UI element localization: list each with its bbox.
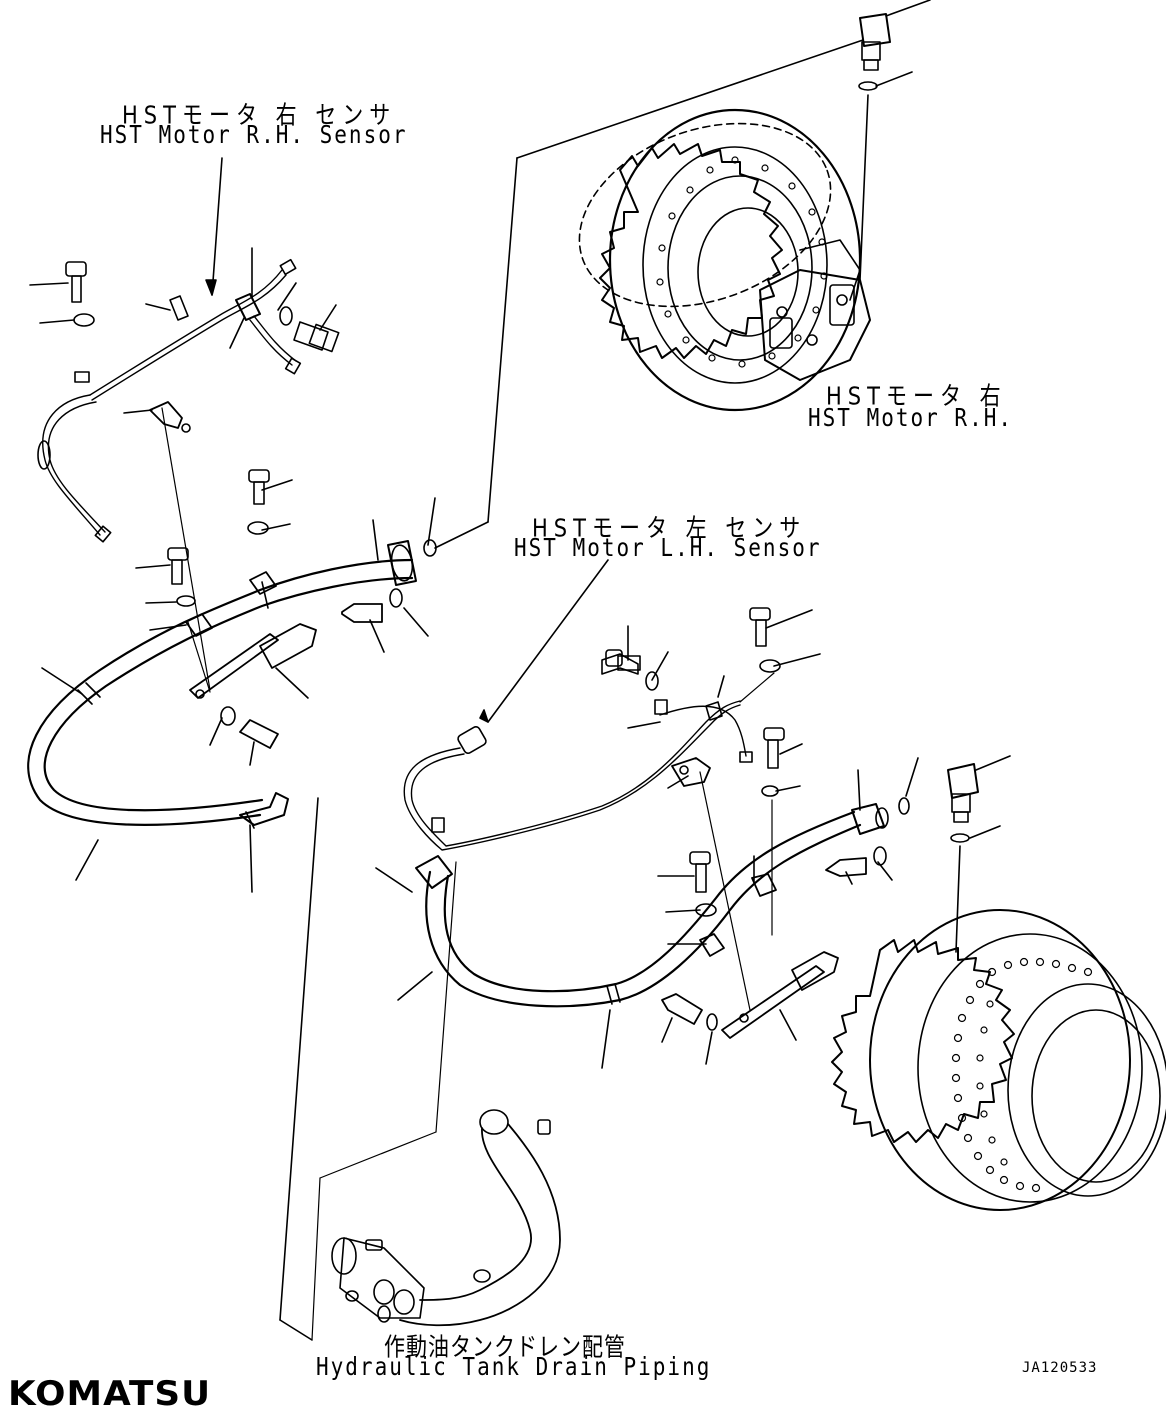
lh-sensor-harness [403,607,821,851]
rh-motor-label-jp: HSTモータ 右 [826,381,1007,411]
rh-sensor-harness [29,247,340,543]
hst-motor-rh [578,108,871,412]
lh-sensor-callout [479,559,609,723]
leader-line [279,797,319,1321]
drain-label-jp: 作動油タンクドレン配管 [384,1332,626,1362]
leader-line [434,521,489,549]
lh-sensor-label-jp: HSTモータ 左 センサ [532,513,807,543]
hst-motor-lh [831,909,1166,1211]
drawing-code: JA120533 [1022,1360,1098,1376]
leader-line [161,407,211,691]
lh-motor-sensor-part [311,755,1011,1341]
rh-motor-sensor-part [858,0,931,281]
lh-drain-hose [375,757,919,1069]
rh-sensor-label-en: HST Motor R.H. Sensor [100,120,408,149]
lh-sensor-label-en: HST Motor L.H. Sensor [514,533,822,562]
rh-motor-label-en: HST Motor R.H. [808,403,1014,432]
hydraulic-tank-drain-piping [331,1109,561,1327]
drain-label-en: Hydraulic Tank Drain Piping [316,1352,712,1381]
leader-line [487,157,518,523]
rh-sensor-callout [205,157,223,296]
rh-drain-hose [27,469,437,893]
leader-line [516,39,864,159]
rh-sensor-label-jp: HSTモータ 右 センサ [122,100,397,130]
komatsu-logo: KOMATSU [8,1374,212,1414]
leader-line [279,1319,313,1341]
